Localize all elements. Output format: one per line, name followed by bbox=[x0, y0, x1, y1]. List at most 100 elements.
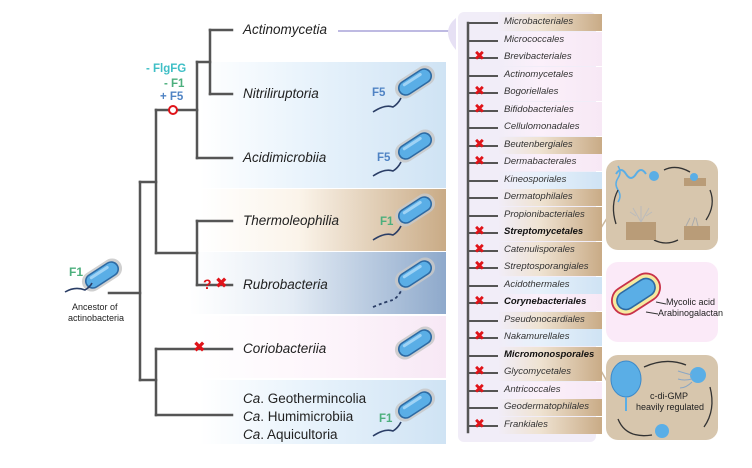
label-arabinogalactan: Arabinogalactan bbox=[658, 308, 724, 318]
order-row: ✖Frankiales bbox=[462, 416, 612, 435]
candidate-name: Aquicultoria bbox=[267, 427, 338, 442]
order-branch bbox=[468, 57, 498, 59]
lifecycle-diagram bbox=[612, 165, 713, 244]
order-label: Corynebacteriales bbox=[504, 296, 587, 307]
order-band bbox=[498, 276, 602, 294]
spore-chain-icon bbox=[615, 169, 647, 179]
cdigmp-cycle-diagram bbox=[610, 360, 713, 438]
order-branch bbox=[468, 39, 498, 42]
order-band bbox=[498, 381, 602, 399]
order-branch bbox=[468, 74, 498, 77]
loss-mark-icon: ✖ bbox=[474, 49, 485, 64]
order-row: ✖Catenulisporales bbox=[462, 241, 612, 260]
event-label-flgfg: - FlgFG bbox=[146, 63, 187, 75]
flagellum-icon bbox=[372, 97, 402, 113]
bacterium-icon-nitriliruptoria bbox=[390, 60, 440, 104]
order-row: Micrococcales bbox=[462, 31, 612, 50]
loss-mark-icon: ✖ bbox=[474, 381, 485, 397]
order-label: Micrococcales bbox=[504, 33, 565, 45]
order-branch bbox=[468, 144, 498, 147]
order-branch bbox=[468, 127, 498, 129]
order-branch bbox=[468, 162, 498, 164]
order-band bbox=[498, 294, 602, 311]
order-band bbox=[498, 206, 602, 224]
candidate-prefix: Ca bbox=[243, 409, 261, 424]
order-band bbox=[498, 399, 602, 416]
loss-mark-icon: ✖ bbox=[193, 338, 206, 356]
order-band bbox=[498, 189, 602, 206]
label-mycolic-acid: Mycolic acid bbox=[666, 297, 716, 307]
dashed-flagellum-icon bbox=[372, 290, 402, 308]
order-row: ✖ Brevibacteriales bbox=[462, 49, 612, 67]
clade-label-coriobacteriia: Coriobacteriia bbox=[243, 341, 327, 356]
order-label: Microbacteriales bbox=[504, 16, 574, 27]
clade-label-acidimicrobiia: Acidimicrobiia bbox=[243, 150, 327, 165]
order-label: Brevibacteriales bbox=[504, 51, 572, 62]
sporangium-icon bbox=[610, 360, 642, 398]
order-branch bbox=[468, 302, 498, 304]
order-branch bbox=[468, 319, 498, 322]
order-row: ✖Nakamurellales bbox=[462, 329, 612, 347]
spore-icon bbox=[655, 424, 669, 438]
order-row: ✖Streptomycetales bbox=[462, 224, 612, 242]
order-branch bbox=[468, 197, 498, 199]
order-label: Streptosporangiales bbox=[504, 261, 589, 272]
bacterium-icon-candidates bbox=[390, 383, 440, 427]
loss-mark-icon: ✖ bbox=[474, 416, 485, 432]
order-label: Catenulisporales bbox=[504, 243, 575, 255]
flagellum-icon bbox=[64, 282, 93, 293]
order-label: Dermatophilales bbox=[504, 191, 573, 202]
uncertain-mark: ? bbox=[203, 276, 212, 292]
actinomycetia-connector-wedge bbox=[448, 18, 456, 50]
order-branch bbox=[468, 337, 498, 339]
order-band bbox=[498, 49, 602, 66]
candidate-label-geothermincolia: Ca. Geothermincolia bbox=[243, 391, 367, 406]
order-band bbox=[498, 241, 602, 259]
candidate-prefix: Ca bbox=[243, 427, 261, 442]
bacterium-icon-acidimicrobiia bbox=[390, 124, 440, 168]
flagellum-icon bbox=[372, 161, 402, 177]
candidate-prefix: Ca bbox=[243, 391, 261, 406]
loss-mark-icon: ✖ bbox=[474, 259, 485, 274]
loss-mark-icon: ✖ bbox=[474, 224, 485, 239]
order-band bbox=[498, 31, 602, 49]
flagella-label-nitriliruptoria: F5 bbox=[372, 87, 386, 99]
order-row: ✖Dermabacterales bbox=[462, 154, 612, 172]
flagella-label-candidates: F1 bbox=[379, 413, 393, 425]
order-row: Micromonosporales bbox=[462, 346, 612, 365]
order-label: Dermabacterales bbox=[504, 156, 577, 167]
order-branch bbox=[468, 249, 498, 252]
order-band bbox=[498, 84, 602, 101]
order-label: Kineosporiales bbox=[504, 173, 567, 185]
clade-label-thermoleophilia: Thermoleophilia bbox=[243, 213, 340, 228]
order-row: Microbacteriales bbox=[462, 14, 612, 32]
order-branch bbox=[468, 267, 498, 269]
order-label: Bogoriellales bbox=[504, 86, 559, 97]
order-band bbox=[498, 101, 602, 119]
order-band bbox=[498, 259, 602, 276]
order-label: Glycomycetales bbox=[504, 366, 572, 377]
inset-corynebacteriales-envelope: Mycolic acid Arabinogalactan bbox=[606, 262, 723, 342]
event-node-icon bbox=[168, 105, 178, 115]
root-flagella-label: F1 bbox=[69, 265, 84, 279]
inset-micromonosporales-lifecycle: c-di-GMP heavily regulated bbox=[606, 355, 718, 440]
order-band bbox=[498, 346, 602, 364]
soil-patch-icon bbox=[684, 178, 706, 186]
flagella-label-thermoleophilia: F1 bbox=[380, 216, 394, 228]
label-cdigmp: c-di-GMP bbox=[650, 391, 688, 401]
order-band bbox=[498, 154, 602, 171]
order-row: ✖Beutenbergiales bbox=[462, 136, 612, 155]
order-label: Micromonosporales bbox=[504, 348, 595, 360]
order-branch bbox=[468, 284, 498, 287]
loss-mark-icon: ✖ bbox=[474, 364, 485, 379]
loss-mark-icon: ✖ bbox=[474, 294, 485, 309]
order-row: Kineosporiales bbox=[462, 171, 612, 190]
order-branch bbox=[468, 109, 498, 112]
order-branch bbox=[468, 389, 498, 392]
bacterium-icon-thermoleophilia bbox=[390, 188, 440, 232]
order-label: Actinomycetales bbox=[504, 68, 574, 80]
order-band bbox=[498, 171, 602, 189]
clade-label-nitriliruptoria: Nitriliruptoria bbox=[243, 86, 319, 101]
